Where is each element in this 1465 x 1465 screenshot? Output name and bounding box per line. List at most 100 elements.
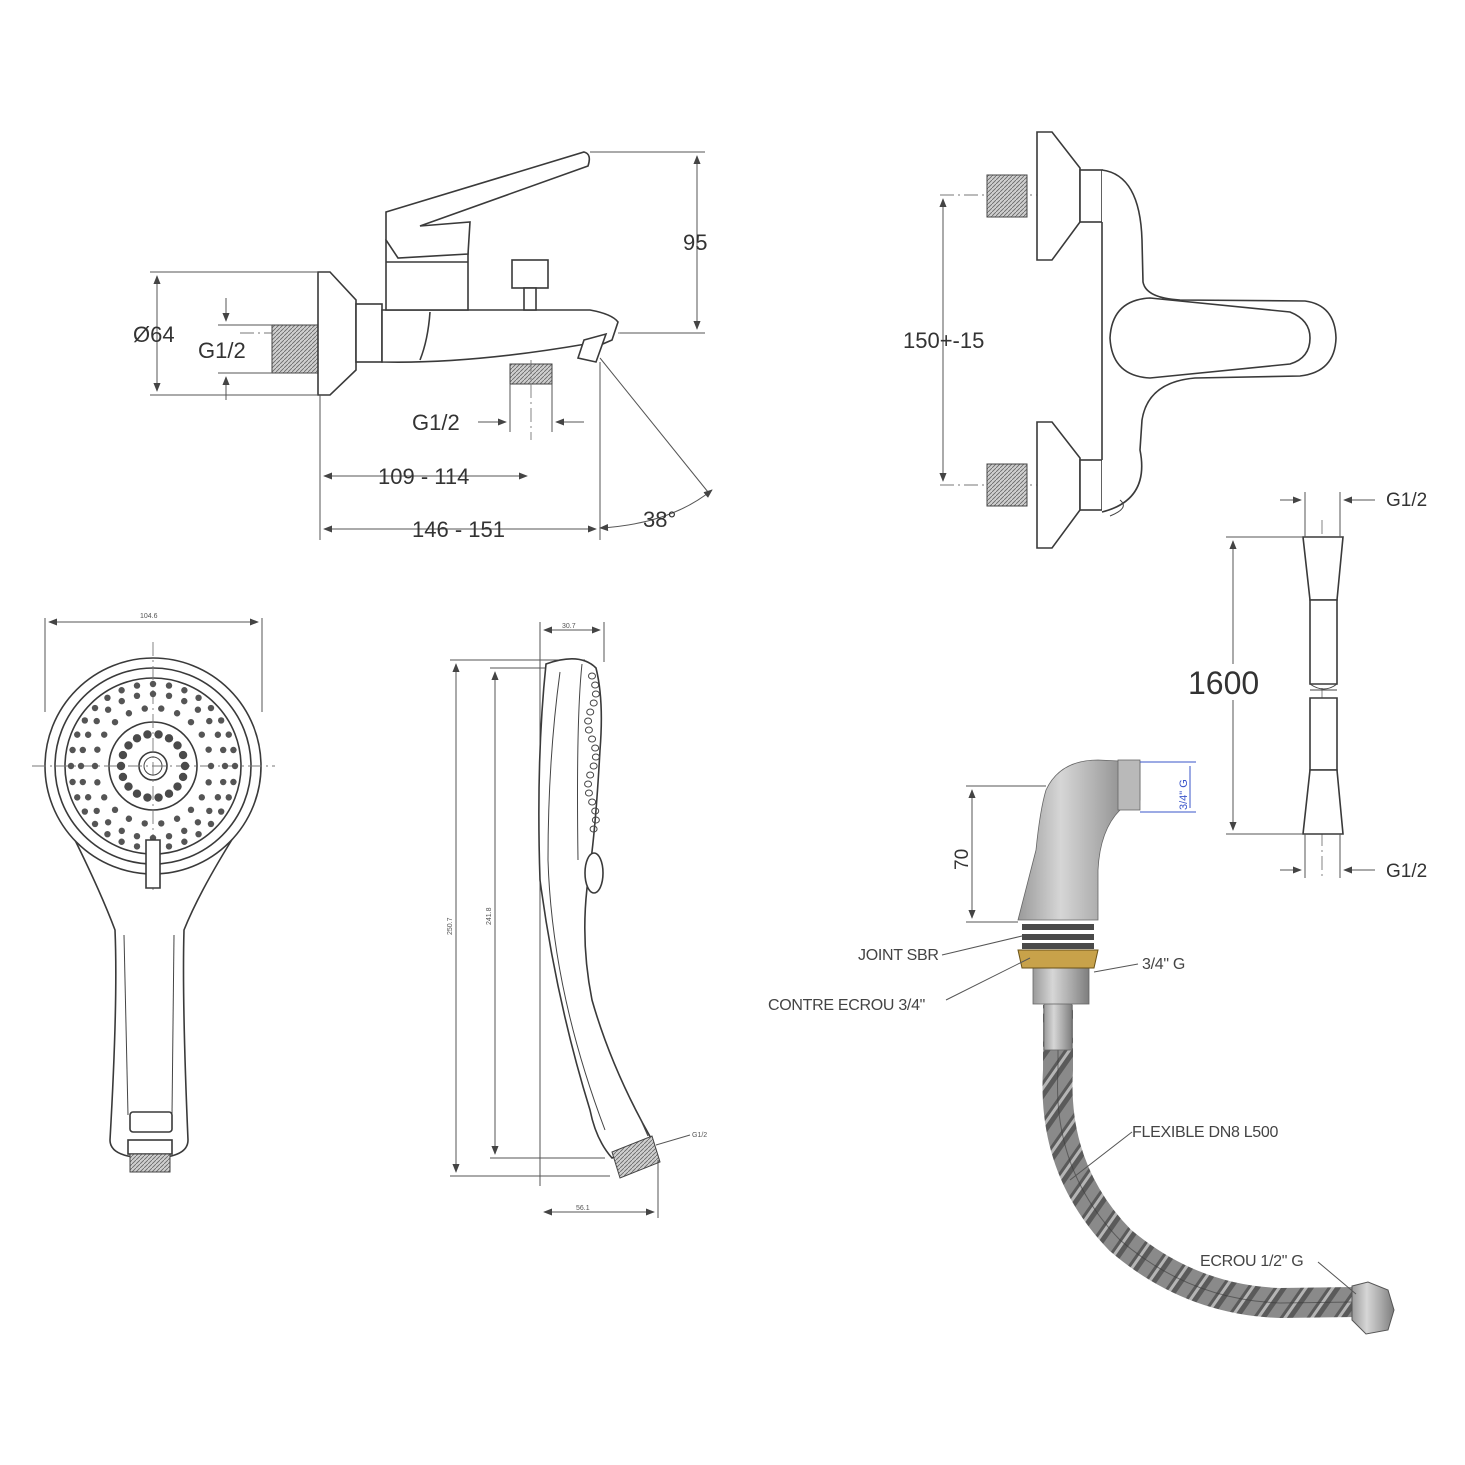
nozzle — [81, 808, 89, 815]
nozzle — [194, 819, 202, 826]
dim-height-95: 95 — [683, 230, 707, 255]
nozzle — [81, 717, 89, 724]
nozzle — [125, 710, 133, 717]
nozzle — [104, 819, 112, 826]
nozzle — [206, 807, 213, 815]
dim-depth-bottom: 56.1 — [576, 1205, 590, 1212]
nozzle — [164, 734, 174, 743]
nozzle — [118, 750, 128, 760]
dim-hose-length: 1600 — [1188, 665, 1259, 701]
label-flex-hose: FLEXIBLE DN8 L500 — [1132, 1124, 1278, 1141]
nozzle — [69, 778, 76, 786]
nozzle — [77, 762, 85, 770]
nozzle — [187, 806, 195, 814]
nozzle — [133, 682, 141, 689]
nozzle — [181, 697, 188, 705]
nozzle — [230, 778, 237, 786]
nozzle — [133, 843, 141, 850]
nozzle — [219, 746, 227, 754]
nozzle-side — [589, 825, 598, 833]
nozzle — [217, 717, 225, 724]
nozzle — [101, 794, 108, 801]
nozzle — [198, 731, 205, 738]
dim-diameter-64: Ø64 — [133, 322, 175, 347]
mixer-top-view: 150+-15 — [903, 131, 1337, 549]
nozzle — [74, 794, 81, 801]
label-end-nut: ECROU 1/2" G — [1200, 1253, 1303, 1270]
nozzle — [149, 690, 157, 698]
dim-shower-width: 104.6 — [140, 613, 158, 620]
nozzle-side — [591, 807, 600, 815]
nozzle — [165, 832, 173, 840]
label-thread: 3/4" G — [1142, 956, 1185, 973]
nozzle — [149, 680, 157, 688]
shower-hose: G1/2 G1/2 1600 — [1186, 490, 1427, 882]
nozzle-side — [589, 699, 598, 707]
nozzle — [187, 718, 195, 726]
nozzle-side — [586, 771, 595, 779]
nozzle — [84, 731, 92, 738]
nozzle — [104, 706, 112, 713]
nozzle — [206, 717, 213, 725]
nozzle — [180, 761, 190, 771]
nozzle — [93, 807, 100, 815]
dim-reach-long: 146 - 151 — [412, 517, 505, 542]
nozzle — [67, 762, 75, 770]
nozzle-side-pattern — [584, 672, 600, 833]
nozzle — [143, 793, 152, 802]
nozzle — [181, 838, 188, 845]
nozzle — [111, 718, 119, 726]
nozzle — [225, 731, 232, 738]
nozzle — [181, 827, 188, 835]
nozzle — [111, 806, 119, 814]
nozzle — [141, 705, 148, 712]
nozzle — [79, 778, 87, 786]
nozzle — [104, 830, 111, 838]
nozzle — [165, 843, 173, 850]
nozzle — [133, 692, 141, 700]
dim-reach-short: 109 - 114 — [378, 464, 469, 489]
nozzle — [101, 731, 108, 738]
nozzle — [124, 741, 133, 750]
nozzle — [118, 687, 125, 694]
dim-center-distance: 150+-15 — [903, 328, 984, 353]
nozzle-side — [591, 816, 600, 824]
nozzle — [181, 687, 188, 694]
nozzle — [94, 779, 101, 786]
spout-kit: 3/4" G 70 JOINT SBR CONTRE ECROU 3/4" 3/… — [768, 759, 1395, 1335]
dim-outlet-thread: G1/2 — [412, 410, 460, 435]
hand-shower-side: 30.7 250.7 241.8 G1/2 56.1 — [447, 622, 707, 1218]
dim-length-inner: 241.8 — [486, 907, 493, 925]
nozzle — [84, 794, 92, 801]
nozzle — [217, 808, 225, 815]
nozzle — [214, 731, 222, 738]
dim-depth-top: 30.7 — [562, 623, 576, 630]
nozzle — [118, 838, 125, 845]
nozzle-side — [588, 672, 596, 680]
nozzle — [143, 730, 152, 739]
nozzle — [94, 746, 101, 753]
nozzle — [205, 746, 212, 753]
nozzle — [158, 705, 165, 712]
nozzle-side — [584, 726, 593, 734]
nozzle — [132, 789, 142, 798]
dim-length-total: 250.7 — [447, 917, 454, 935]
hand-shower-front: 104.6 — [32, 613, 275, 1173]
nozzle — [79, 746, 87, 754]
nozzle — [91, 820, 99, 828]
nozzle — [178, 750, 188, 760]
nozzle-pattern — [67, 680, 239, 852]
nozzle — [221, 762, 229, 770]
nozzle — [205, 779, 212, 786]
nozzle — [69, 746, 76, 754]
dim-spout-outlet-thread: 3/4" G — [1178, 779, 1190, 810]
nozzle — [173, 782, 182, 791]
nozzle — [225, 794, 232, 801]
mixer-side-view: 95 Ø64 G1/2 G1/2 109 - 114 146 - 151 38° — [133, 151, 713, 542]
nozzle — [195, 830, 202, 838]
nozzle — [198, 794, 205, 801]
nozzle — [165, 682, 173, 689]
nozzle — [165, 692, 173, 700]
nozzle-side — [591, 744, 600, 752]
nozzle — [93, 717, 100, 725]
